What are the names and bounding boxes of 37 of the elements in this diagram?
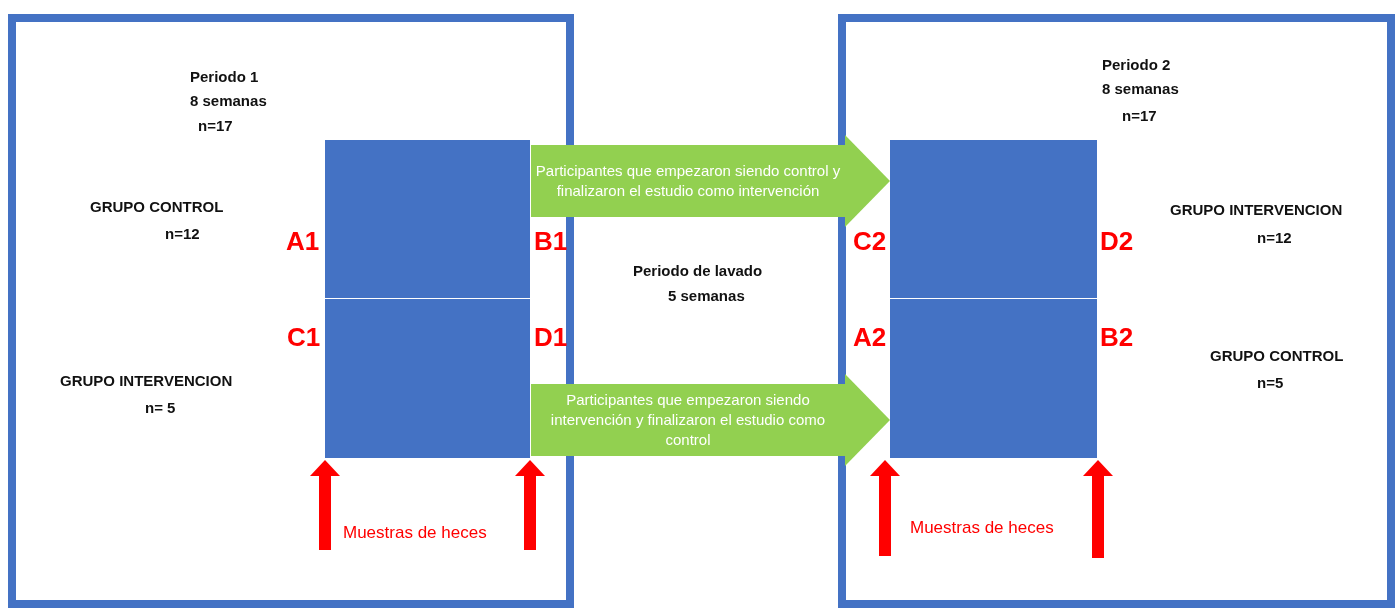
arrow (1083, 460, 1113, 558)
group-label: GRUPO CONTROL (90, 198, 224, 215)
sample-code: A2 (853, 322, 887, 353)
edge-label: Participantes que empezaron siendo control y finalizaron el estudio como intervención (535, 161, 841, 201)
group-label: n=12 (1257, 229, 1292, 246)
period-heading: Periodo 1 (190, 68, 259, 85)
period-block (890, 299, 1097, 458)
arrow (310, 460, 340, 550)
group-label: n= 5 (145, 399, 176, 416)
group-label: n=5 (1257, 374, 1284, 391)
block-arrow (531, 135, 890, 227)
group-label: GRUPO CONTROL (1210, 347, 1344, 364)
group-label: 5 semanas (668, 287, 745, 304)
period-block (890, 140, 1097, 298)
period-heading: 8 semanas (1102, 80, 1179, 97)
group-label: Periodo de lavado (633, 262, 763, 279)
sample-code: B2 (1100, 322, 1134, 353)
arrow (870, 460, 900, 556)
group-label: GRUPO INTERVENCION (1170, 201, 1343, 218)
sample-label: Muestras de heces (910, 518, 1054, 538)
block-arrow (531, 374, 890, 466)
period-heading: n=17 (198, 117, 233, 134)
sample-code: C2 (853, 226, 887, 257)
edge-label: Participantes que empezaron siendo intervención y finalizaron el estudio como control (549, 390, 827, 450)
period-heading: Periodo 2 (1102, 56, 1171, 73)
period-heading: n=17 (1122, 107, 1157, 124)
sample-code: D2 (1100, 226, 1134, 257)
group-label: n=12 (165, 225, 200, 242)
sample-label: Muestras de heces (343, 523, 487, 543)
period-heading: 8 semanas (190, 92, 267, 109)
group-label: GRUPO INTERVENCION (60, 372, 233, 389)
period-block (325, 299, 530, 458)
arrow (515, 460, 545, 550)
period-block (325, 140, 530, 298)
sample-code: A1 (286, 226, 320, 257)
sample-code: C1 (287, 322, 321, 353)
period-panel (838, 14, 1395, 608)
